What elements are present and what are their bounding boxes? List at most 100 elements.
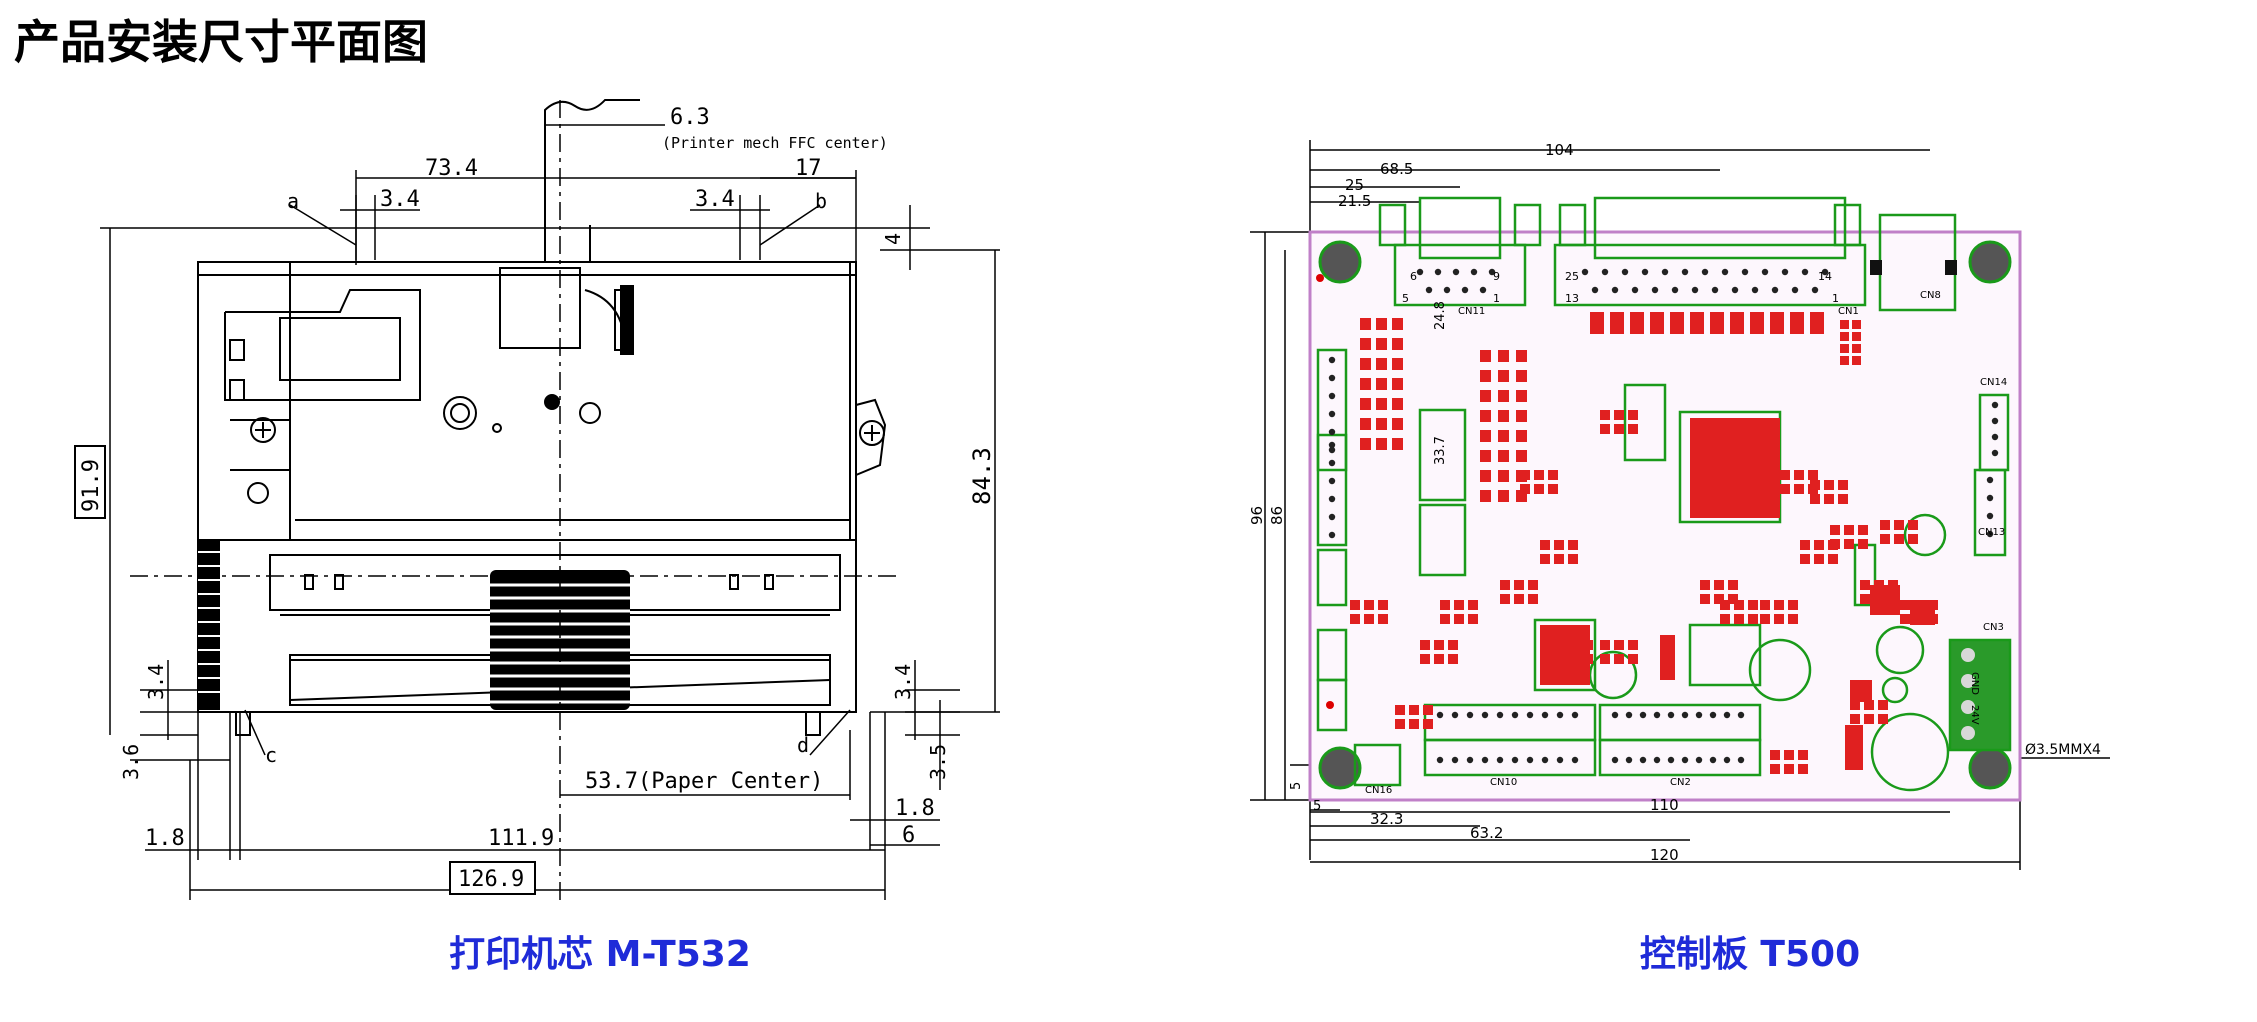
connector-pin <box>1691 286 1699 294</box>
smd-pad <box>1734 614 1744 624</box>
connector-pin <box>1425 286 1433 294</box>
smd-pad <box>1392 418 1403 430</box>
label-a: a <box>287 189 299 213</box>
smd-pad <box>1894 520 1904 530</box>
smd-pad <box>1900 600 1910 610</box>
label-b: b <box>815 189 827 213</box>
terminal-screw <box>1961 674 1975 688</box>
connector-pin <box>1328 477 1336 485</box>
smd-pad <box>1376 438 1387 450</box>
connector-pin <box>1711 286 1719 294</box>
dim-32-3: 32.3 <box>1370 810 1403 828</box>
right-drawing-caption: 控制板 T500 <box>1639 934 1861 975</box>
smd-pad <box>1852 320 1861 329</box>
smd-pad <box>1788 600 1798 610</box>
smd-pad <box>1392 378 1403 390</box>
mounting-hole-bottom-right <box>1968 746 2012 790</box>
smd-pad <box>1480 470 1491 482</box>
smd-pad <box>1498 410 1509 422</box>
smd-pad <box>1860 580 1870 590</box>
smd-pad <box>1516 410 1527 422</box>
connector-pin <box>1991 417 1999 425</box>
smd-pad <box>1516 490 1527 502</box>
smd-pad <box>1720 600 1730 610</box>
smd-pad <box>1468 600 1478 610</box>
label-cn8: CN8 <box>1920 290 1941 301</box>
smd-pad <box>1364 600 1374 610</box>
smd-pad <box>1516 350 1527 362</box>
dim-17: 17 <box>795 156 822 181</box>
smd-pad <box>1534 484 1544 494</box>
smd-pad <box>1864 700 1874 710</box>
label-cn13: CN13 <box>1978 527 2005 538</box>
db9-connector <box>1418 196 1502 260</box>
dim-3-4-vert-left: 3.4 <box>144 664 168 700</box>
connector-pin <box>1723 756 1731 764</box>
smd-pad <box>1376 318 1387 330</box>
smd-pad <box>1392 358 1403 370</box>
connector-pin <box>1751 286 1759 294</box>
connector-pin <box>1681 268 1689 276</box>
ffc-center-note: (Printer mech FFC center) <box>662 134 888 152</box>
pin-9: 9 <box>1493 270 1500 283</box>
connector-pin <box>1723 711 1731 719</box>
smd-pad <box>1808 470 1818 480</box>
connector-pin <box>1625 711 1633 719</box>
smd-pad <box>1828 540 1838 550</box>
smd-pad <box>1498 430 1509 442</box>
connector-pin <box>1709 756 1717 764</box>
connector-pin <box>1651 286 1659 294</box>
smd-pad <box>1360 398 1371 410</box>
connector-pin <box>1761 268 1769 276</box>
smd-pad <box>1850 700 1860 710</box>
connector-pin <box>1811 286 1819 294</box>
pin-1: 1 <box>1832 292 1839 305</box>
dim-63-2: 63.2 <box>1470 824 1503 842</box>
smd-pad <box>1910 600 1935 625</box>
connector-pin <box>1526 756 1534 764</box>
connector-pin <box>1328 459 1336 467</box>
smd-pad <box>1730 312 1744 334</box>
connector-pin <box>1611 286 1619 294</box>
smd-pad <box>1454 614 1464 624</box>
smd-pad <box>1516 430 1527 442</box>
connector-pin <box>1771 286 1779 294</box>
smd-pad <box>1434 640 1444 650</box>
smd-pad <box>1690 418 1780 518</box>
smd-pad <box>1378 614 1388 624</box>
smd-pad <box>1814 540 1824 550</box>
dim-6: 6 <box>902 823 915 848</box>
smd-pad <box>1790 312 1804 334</box>
smd-pad <box>1520 470 1530 480</box>
smd-pad <box>1852 332 1861 341</box>
smd-pad <box>1628 410 1638 420</box>
smd-pad <box>1480 430 1491 442</box>
smd-pad <box>1409 705 1419 715</box>
connector-pin <box>1541 711 1549 719</box>
connector-pin <box>1661 268 1669 276</box>
smd-pad <box>1440 600 1450 610</box>
smd-pad <box>1360 338 1371 350</box>
dim-1-8-left: 1.8 <box>145 826 185 851</box>
label-cn2: CN2 <box>1670 777 1691 788</box>
smd-pad <box>1838 480 1848 490</box>
smd-pad <box>1364 614 1374 624</box>
smd-pad <box>1880 520 1890 530</box>
smd-pad <box>1810 312 1824 334</box>
smd-pad <box>1878 700 1888 710</box>
label-cn14: CN14 <box>1980 377 2007 388</box>
dim-5-horizontal: 5 <box>1313 799 1321 814</box>
smd-pad <box>1774 614 1784 624</box>
smd-pad <box>1784 750 1794 760</box>
smd-pad <box>1423 705 1433 715</box>
connector-pin <box>1571 711 1579 719</box>
smd-pad <box>1800 540 1810 550</box>
smd-pad <box>1850 714 1860 724</box>
smd-pad <box>1590 312 1604 334</box>
smd-pad <box>1480 370 1491 382</box>
connector-pin <box>1709 711 1717 719</box>
smd-pad <box>1448 640 1458 650</box>
smd-pad <box>1409 719 1419 729</box>
smd-pad <box>1800 554 1810 564</box>
pin-13: 13 <box>1565 292 1579 305</box>
